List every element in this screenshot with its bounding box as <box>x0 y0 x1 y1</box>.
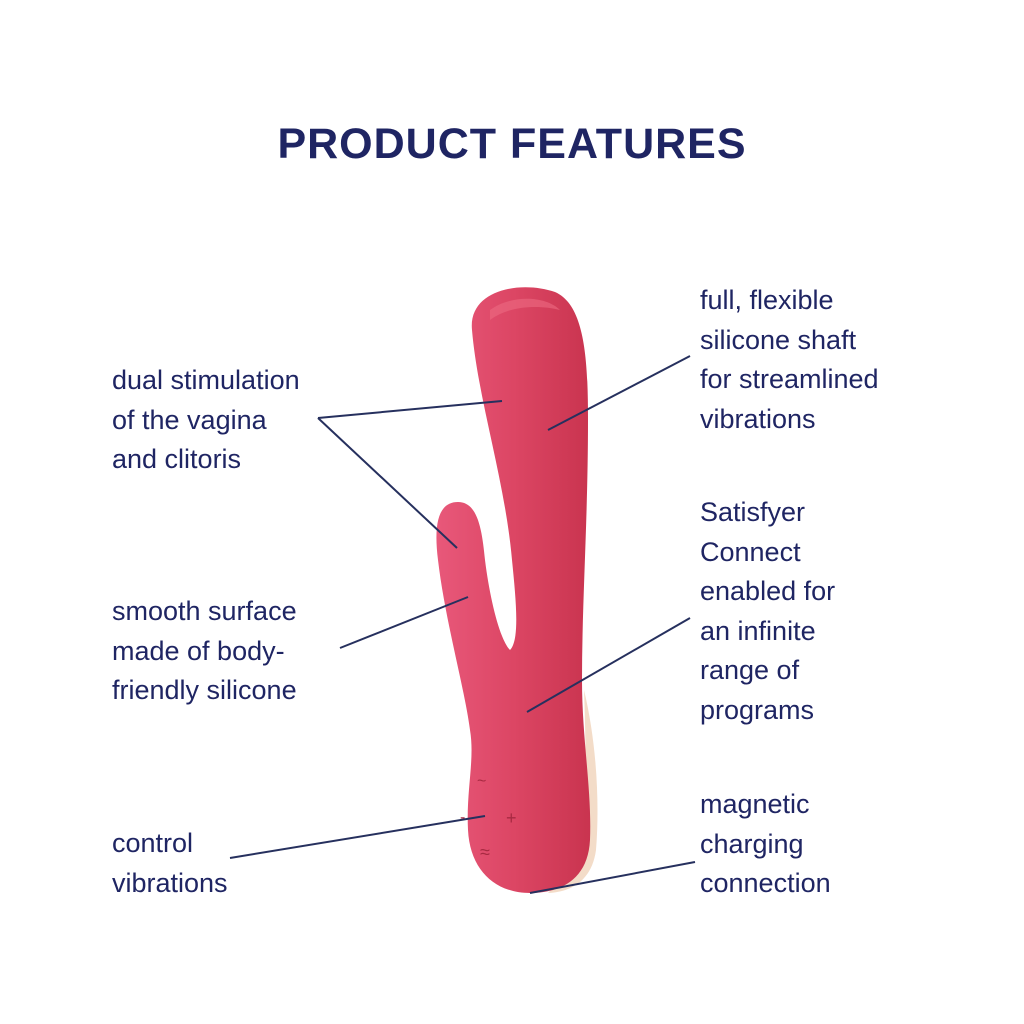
plus-button-icon[interactable]: + <box>506 808 517 828</box>
leader-line <box>526 617 691 713</box>
leader-line <box>317 400 503 419</box>
minus-button-icon[interactable]: - <box>460 809 465 826</box>
leader-line <box>547 355 691 431</box>
feature-smooth-surface: smooth surface made of body- friendly si… <box>112 596 297 705</box>
feature-shaft: full, flexible silicone shaft for stream… <box>700 285 879 434</box>
leader-line <box>529 861 696 894</box>
feature-connect: Satisfyer Connect enabled for an infinit… <box>700 497 836 725</box>
double-wave-button-icon[interactable]: ≈ <box>480 842 490 862</box>
feature-control: control vibrations <box>112 828 228 898</box>
feature-dual-stimulation: dual stimulation of the vagina and clito… <box>112 365 300 474</box>
leader-line <box>339 596 469 649</box>
page-title: PRODUCT FEATURES <box>277 120 747 168</box>
leader-lines <box>229 355 696 894</box>
leader-line <box>317 417 458 549</box>
body-highlight <box>490 298 560 320</box>
leader-line <box>229 815 486 859</box>
wave-button-icon[interactable]: ~ <box>477 773 486 790</box>
vibrator-body <box>436 287 591 893</box>
feature-charging: magnetic charging connection <box>700 789 831 898</box>
